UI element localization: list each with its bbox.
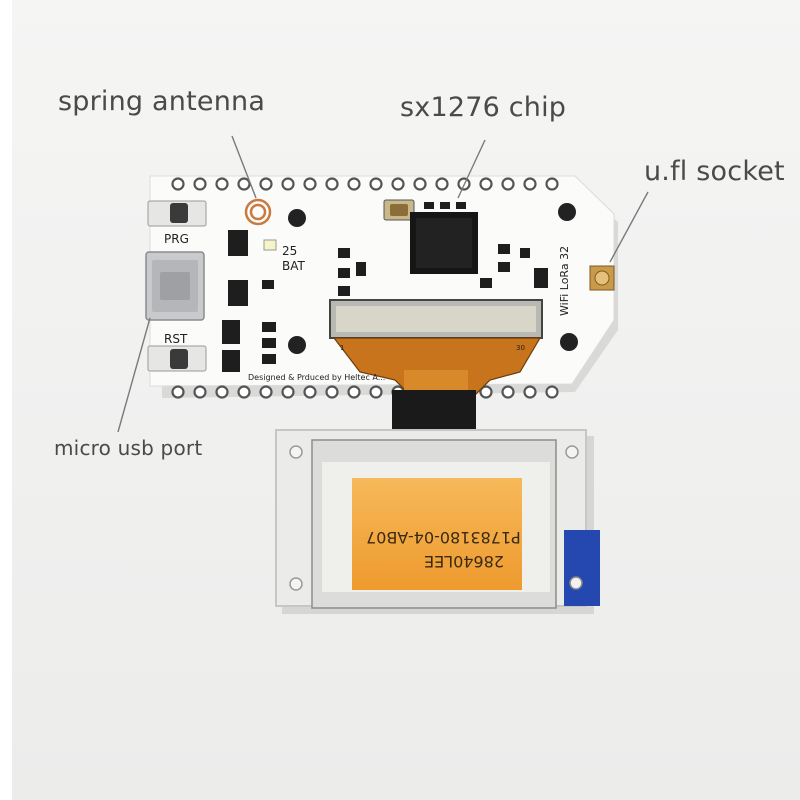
blue-tab-screw [569, 576, 583, 590]
mounting-hole [288, 209, 306, 227]
callout-lines [117, 135, 649, 433]
sticker-line-2: 28640LEE [424, 552, 505, 571]
rst-silkscreen: RST [164, 332, 188, 346]
pin-1-label: 1 [340, 344, 345, 352]
pin-30-label: 30 [516, 344, 525, 352]
prg-button [147, 200, 207, 227]
mounting-hole [288, 336, 306, 354]
blue-tab [564, 530, 600, 606]
designer-silkscreen: Designed & Prduced by Heltec A... [248, 373, 386, 382]
mounting-hole [560, 333, 578, 351]
rst-button [147, 345, 207, 372]
flex-cable-tail [404, 370, 468, 390]
micro-usb-port-label: micro usb port [54, 436, 203, 460]
flex-cable-black [392, 390, 476, 430]
sx1276-chip-label: sx1276 chip [400, 92, 567, 123]
sticker-line-1: P1783180-04-AB07 [366, 528, 521, 547]
crystal [383, 199, 415, 221]
bat-number: 25 [282, 244, 298, 258]
oled-connector [329, 299, 543, 339]
micro-usb-port [145, 251, 205, 321]
top-pin-holes [171, 177, 559, 191]
frame-screw [289, 445, 303, 459]
mounting-hole [558, 203, 576, 221]
ufl-socket-part [589, 265, 615, 291]
bat-silkscreen: BAT [282, 259, 305, 273]
spring-antenna-part [244, 198, 272, 226]
led [263, 239, 277, 251]
prg-silkscreen: PRG [164, 232, 189, 246]
small-components [222, 202, 548, 372]
ufl-socket-label: u.fl socket [644, 156, 785, 187]
frame-screw [289, 577, 303, 591]
sx1276-chip-part [410, 212, 478, 274]
board-name-silkscreen: WiFi LoRa 32 [558, 245, 571, 316]
oled-sticker [352, 478, 522, 590]
spring-antenna-label: spring antenna [58, 86, 266, 117]
left-edge-strip [0, 0, 12, 800]
frame-screw [565, 445, 579, 459]
